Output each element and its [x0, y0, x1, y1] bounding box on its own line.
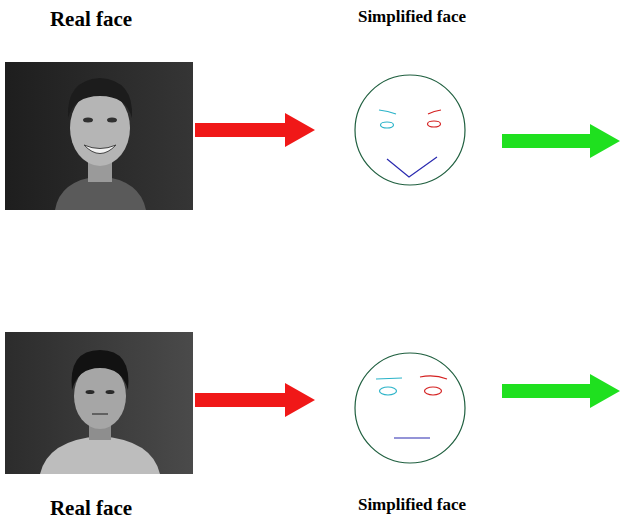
mouth	[387, 157, 437, 177]
face-photo	[5, 332, 193, 474]
output-arrow	[502, 124, 620, 158]
mouth	[394, 437, 430, 438]
face-heading: Real face	[0, 7, 185, 31]
face-heading: Simplified face	[317, 7, 507, 27]
photo-box: Real face	[5, 332, 193, 474]
eye	[380, 387, 397, 395]
face-outline	[355, 353, 465, 463]
face-box: Simplified face	[315, 75, 505, 185]
eye	[106, 390, 115, 394]
simplified-face	[355, 353, 465, 463]
photo-ground	[5, 62, 193, 210]
face-heading: Simplified face	[317, 495, 507, 515]
photo-ground	[5, 332, 193, 474]
face-heading: Real face	[0, 496, 185, 520]
eye	[428, 121, 441, 127]
eyebrow	[428, 110, 441, 114]
eye	[107, 118, 117, 123]
face-box: Simplified face	[315, 353, 505, 463]
smile	[84, 145, 116, 154]
face-outline	[355, 75, 465, 185]
eyebrow	[420, 376, 447, 379]
hair	[72, 350, 129, 390]
eye	[381, 122, 394, 128]
output-arrow	[502, 374, 620, 408]
eyebrow	[376, 378, 402, 379]
eyebrow	[379, 110, 396, 114]
hair	[68, 78, 132, 118]
eye	[86, 390, 95, 394]
flow-arrow	[195, 113, 315, 147]
mouth	[92, 413, 108, 415]
photo-box: Real face	[5, 62, 193, 210]
face-photo	[5, 62, 193, 210]
flow-arrow	[195, 383, 315, 417]
eye	[83, 118, 93, 123]
eye	[425, 387, 442, 395]
simplified-face	[355, 75, 465, 185]
shirt	[40, 436, 160, 474]
